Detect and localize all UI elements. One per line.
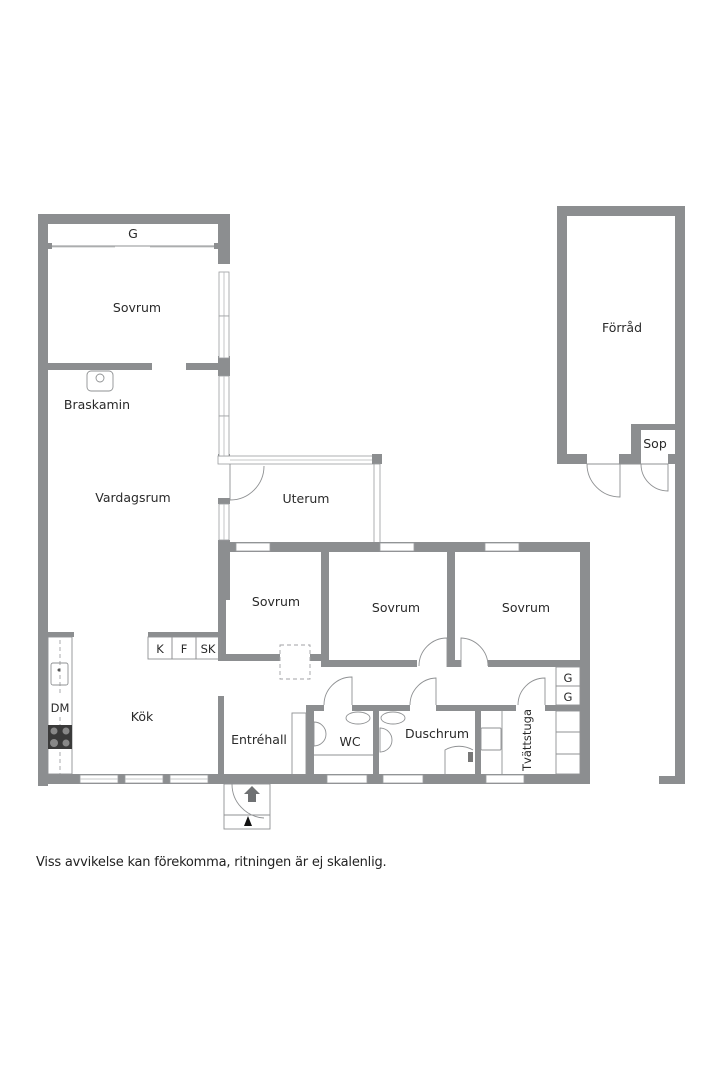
fireplace-icon — [86, 370, 114, 392]
doors — [223, 637, 546, 830]
label-uterum: Uterum — [283, 491, 330, 506]
fixture-labels: K F SK DM G G — [51, 642, 573, 715]
label-sovrum-3: Sovrum — [502, 600, 550, 615]
label-sovrum-2: Sovrum — [372, 600, 420, 615]
label-f: F — [181, 642, 188, 656]
label-wc: WC — [339, 734, 360, 749]
label-entrehall: Entréhall — [231, 732, 287, 747]
label-forrad: Förråd — [602, 320, 642, 335]
label-braskamin: Braskamin — [64, 397, 130, 412]
label-sovrum-top: Sovrum — [113, 300, 161, 315]
room-labels: G Sovrum Braskamin Vardagsrum Uterum Sov… — [64, 226, 667, 772]
label-g1: G — [564, 671, 573, 685]
label-duschrum: Duschrum — [405, 726, 469, 741]
windows — [79, 271, 525, 784]
label-kok: Kök — [131, 709, 154, 724]
label-g2: G — [564, 690, 573, 704]
label-dm: DM — [51, 701, 70, 715]
label-vardagsrum: Vardagsrum — [95, 490, 170, 505]
door-swing — [229, 464, 265, 501]
label-wardrobe-top: G — [128, 226, 138, 241]
label-sop: Sop — [643, 436, 667, 451]
arrow-up-icon — [244, 786, 260, 802]
storage-building — [557, 206, 685, 784]
bath-fixtures — [291, 666, 581, 776]
disclaimer-caption: Viss avvikelse kan förekomma, ritningen … — [36, 855, 387, 870]
wardrobe-top — [48, 243, 218, 249]
kitchen-counter — [47, 636, 221, 775]
interior-walls — [38, 363, 590, 784]
label-sovrum-1: Sovrum — [252, 594, 300, 609]
attic-hatch — [279, 644, 311, 680]
sink-icon — [50, 662, 69, 686]
label-k: K — [156, 642, 164, 656]
label-tvattstuga: Tvättstuga — [520, 709, 534, 772]
label-sk: SK — [201, 642, 216, 656]
entry-arrow-icon — [244, 816, 252, 826]
